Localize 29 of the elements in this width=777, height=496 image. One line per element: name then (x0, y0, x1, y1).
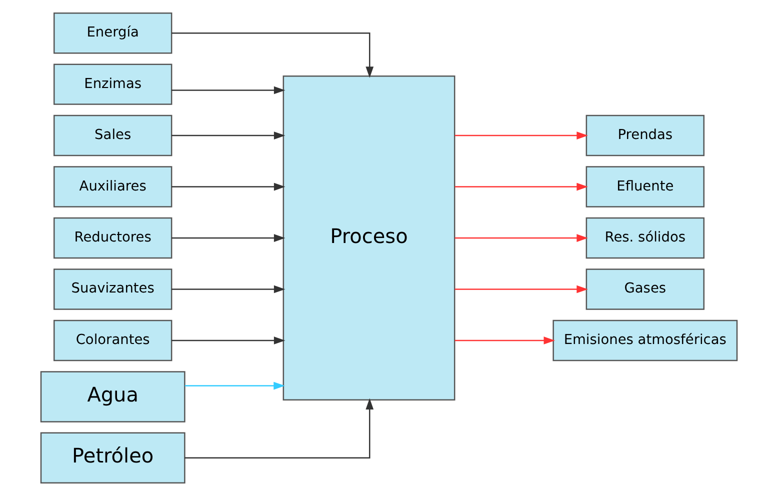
arrow (454, 234, 588, 242)
node-box: Res. sólidos (585, 217, 704, 259)
arrow (171, 86, 285, 94)
node-box: Enzimas (53, 64, 172, 105)
arrow (171, 336, 285, 344)
arrow (171, 132, 285, 140)
node-box: Suavizantes (53, 268, 172, 310)
node-box: Auxiliares (53, 166, 172, 208)
node-box: Colorantes (53, 320, 172, 362)
node-box: Agua (40, 371, 185, 422)
node-box: Sales (53, 114, 172, 156)
node-box: Prendas (585, 114, 704, 156)
node-box: Efluente (585, 166, 704, 208)
arrow (171, 285, 285, 294)
arrow (171, 182, 285, 191)
arrow (454, 132, 588, 140)
node-box: Reductores (53, 217, 172, 259)
arrow (184, 398, 374, 459)
arrow (171, 32, 374, 78)
node-box: Gases (585, 268, 704, 310)
arrow (454, 285, 588, 294)
arrow (184, 382, 284, 390)
node-box: Emisiones atmosféricas (552, 320, 738, 362)
node-box: Petróleo (40, 432, 185, 484)
node-box: Energía (53, 12, 172, 54)
arrow (171, 234, 285, 242)
arrow (454, 336, 555, 344)
arrow (454, 182, 588, 191)
node-box: Proceso (282, 76, 455, 400)
